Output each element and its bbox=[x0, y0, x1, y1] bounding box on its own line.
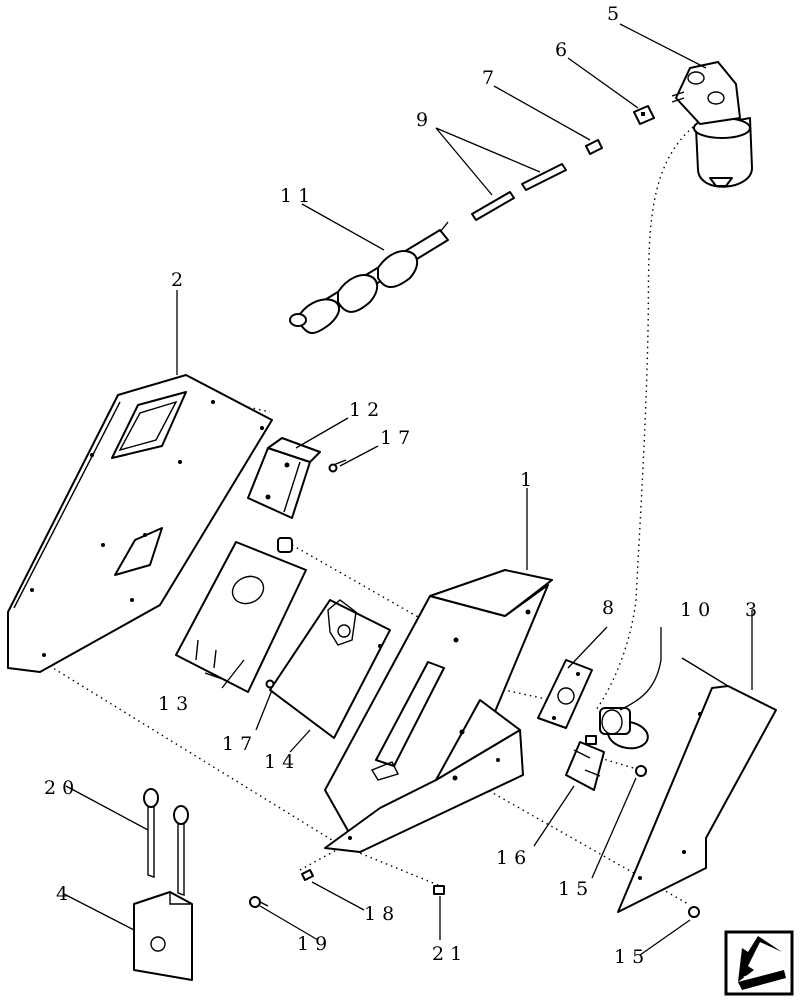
callout-15b: 15 bbox=[614, 946, 650, 968]
arrow-down-left-icon[interactable] bbox=[724, 930, 794, 996]
callout-14: 14 bbox=[264, 751, 300, 773]
callout-18: 18 bbox=[364, 903, 400, 925]
callout-5: 5 bbox=[607, 3, 625, 25]
callout-12: 12 bbox=[349, 399, 385, 421]
callout-7: 7 bbox=[482, 67, 500, 89]
part-11-auger bbox=[289, 221, 449, 334]
callout-2: 2 bbox=[171, 269, 189, 291]
callout-10: 10 bbox=[680, 599, 716, 621]
callout-20: 20 bbox=[44, 777, 80, 799]
part-20-pins bbox=[143, 788, 189, 896]
callout-6: 6 bbox=[555, 39, 573, 61]
callout-17a: 17 bbox=[380, 427, 416, 449]
callout-1: 1 bbox=[520, 469, 538, 491]
callout-8: 8 bbox=[602, 597, 620, 619]
callout-13: 13 bbox=[158, 693, 194, 715]
callout-19: 19 bbox=[297, 933, 333, 955]
part-5-motor bbox=[671, 61, 753, 188]
part-3-cover bbox=[617, 657, 777, 913]
part-13-plate bbox=[175, 537, 307, 693]
callout-9: 9 bbox=[416, 109, 434, 131]
part-14-plate bbox=[269, 599, 391, 739]
part-10-sensor bbox=[599, 707, 649, 750]
callout-17b: 17 bbox=[222, 733, 258, 755]
callout-16: 16 bbox=[496, 847, 532, 869]
callout-4: 4 bbox=[56, 883, 74, 905]
part-8-plate bbox=[537, 659, 593, 729]
hardware-fasteners bbox=[249, 459, 700, 918]
callout-21: 21 bbox=[432, 943, 468, 965]
part-1-housing bbox=[324, 569, 553, 853]
leader-lines bbox=[63, 23, 753, 956]
callout-11: 11 bbox=[280, 185, 316, 207]
callout-3: 3 bbox=[745, 599, 763, 621]
part-16-switch bbox=[565, 735, 605, 791]
part-2-side-panel bbox=[7, 374, 273, 673]
part-6-clip bbox=[633, 105, 655, 125]
part-4-block bbox=[133, 891, 193, 981]
callout-labels: 5 6 7 9 11 2 12 17 1 8 10 3 13 17 14 20 … bbox=[44, 3, 763, 968]
part-12-bracket bbox=[247, 437, 321, 519]
callout-15a: 15 bbox=[558, 878, 594, 900]
part-7-9-rods bbox=[471, 139, 603, 221]
